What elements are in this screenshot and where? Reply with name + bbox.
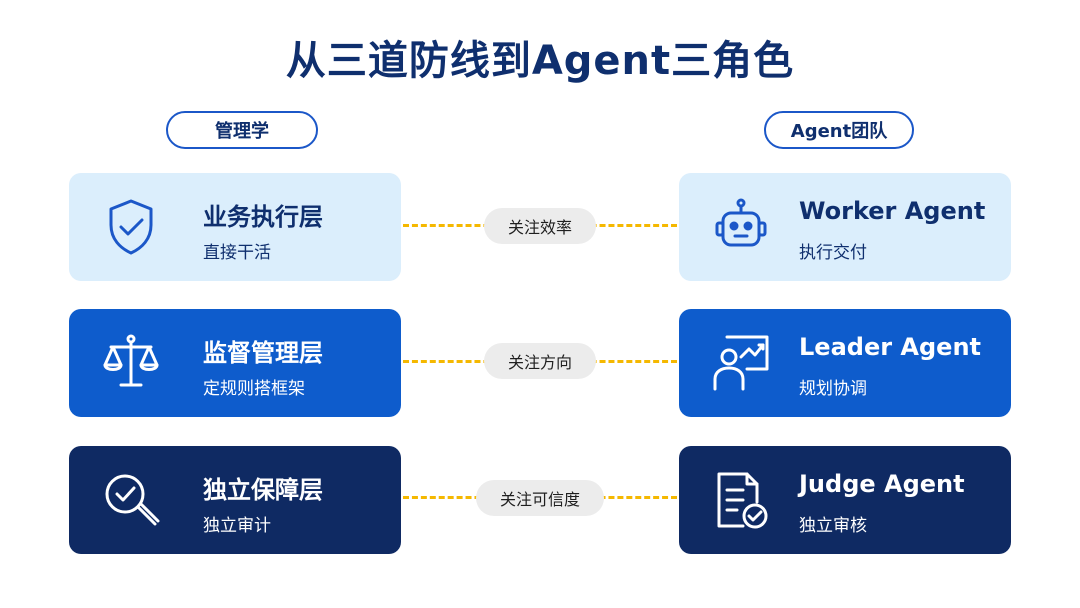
card-title: Leader Agent [799, 333, 982, 361]
card-title: 独立保障层 [203, 476, 323, 504]
page-title: 从三道防线到Agent三角色 [285, 38, 795, 84]
card-judge-agent: Judge Agent 独立审核 [679, 446, 1011, 554]
card-worker-agent: Worker Agent 执行交付 [679, 173, 1011, 281]
shield-check-icon [109, 199, 153, 255]
link-badge: 关注方向 [484, 343, 596, 379]
card-subtitle: 执行交付 [799, 243, 867, 263]
card-title: Judge Agent [799, 470, 965, 498]
card-supervision-management: 监督管理层 定规则搭框架 [69, 309, 401, 417]
card-subtitle: 规划协调 [799, 379, 867, 399]
magnifier-check-icon [105, 474, 160, 526]
robot-icon [715, 198, 767, 247]
card-title: Worker Agent [799, 197, 986, 225]
card-independent-assurance: 独立保障层 独立审计 [69, 446, 401, 554]
card-subtitle: 独立审计 [203, 516, 271, 536]
column-label-management: 管理学 [166, 111, 318, 149]
link-badge: 关注可信度 [476, 480, 604, 516]
card-title: 业务执行层 [203, 203, 323, 231]
card-subtitle: 定规则搭框架 [203, 379, 305, 399]
card-leader-agent: Leader Agent 规划协调 [679, 309, 1011, 417]
card-business-execution: 业务执行层 直接干活 [69, 173, 401, 281]
link-badge: 关注效率 [484, 208, 596, 244]
column-label-agent-team: Agent团队 [764, 111, 914, 149]
presenter-chart-icon [713, 335, 769, 391]
balance-scale-icon [103, 334, 159, 387]
document-check-icon [717, 472, 768, 529]
card-subtitle: 直接干活 [203, 243, 271, 263]
card-subtitle: 独立审核 [799, 516, 867, 536]
card-title: 监督管理层 [203, 339, 323, 367]
